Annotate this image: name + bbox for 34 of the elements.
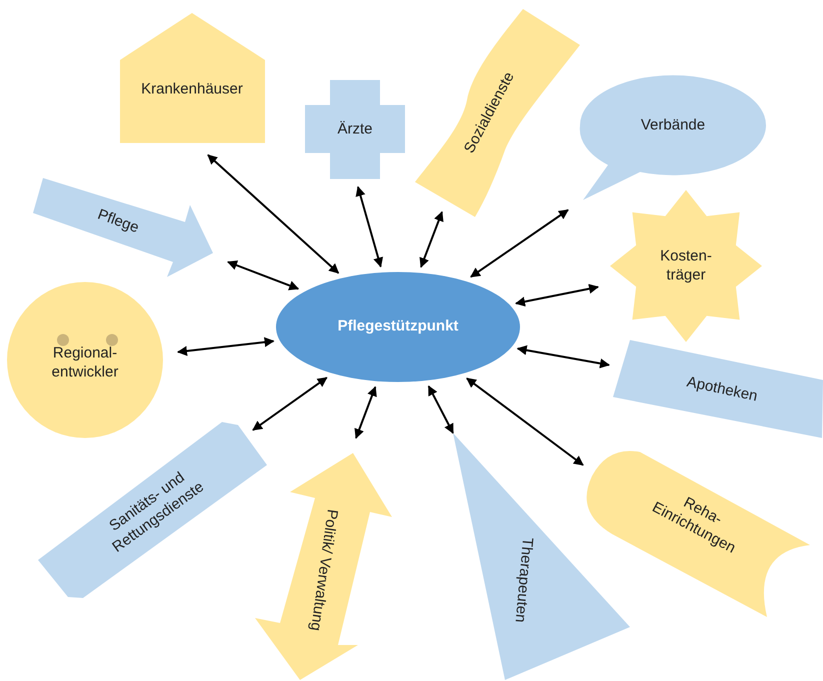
node-label: Ärzte	[336, 120, 374, 140]
node-label: Therapeuten	[510, 536, 538, 626]
double-arrow	[356, 186, 384, 268]
scroll-shape	[585, 450, 810, 617]
node-label: Kosten- träger	[659, 247, 713, 285]
node-label: Apotheken	[684, 372, 760, 407]
center-ellipse	[276, 272, 520, 382]
double-arrow	[516, 345, 610, 368]
double-arrow	[470, 209, 569, 278]
smiley-circle	[7, 282, 163, 438]
double-arrow	[177, 337, 274, 356]
double-arrow	[515, 284, 599, 307]
node-label: Regional- entwickler	[50, 344, 120, 382]
speech-bubble	[580, 76, 767, 200]
house-shape	[120, 13, 265, 143]
node-label: Pflegestützpunkt	[336, 318, 460, 336]
tilted-tab-shape	[38, 422, 267, 598]
cross-shape	[305, 80, 405, 179]
double-pointer-shape	[255, 453, 392, 680]
pointer-shape	[33, 178, 213, 277]
double-arrow	[354, 386, 377, 439]
double-arrow	[252, 376, 328, 431]
triangle-shape	[453, 433, 630, 680]
wavy-banner	[415, 9, 580, 217]
double-arrow	[227, 260, 300, 290]
double-arrow	[207, 154, 340, 274]
node-label: Verbände	[640, 116, 706, 136]
double-arrow	[466, 378, 584, 466]
star-shape	[612, 193, 760, 339]
double-arrow	[428, 385, 454, 434]
node-label: Politik/ Verwaltung	[306, 507, 342, 634]
node-label: Pflege	[94, 204, 142, 238]
node-label: Krankenhäuser	[140, 80, 244, 100]
double-arrow	[420, 211, 444, 268]
